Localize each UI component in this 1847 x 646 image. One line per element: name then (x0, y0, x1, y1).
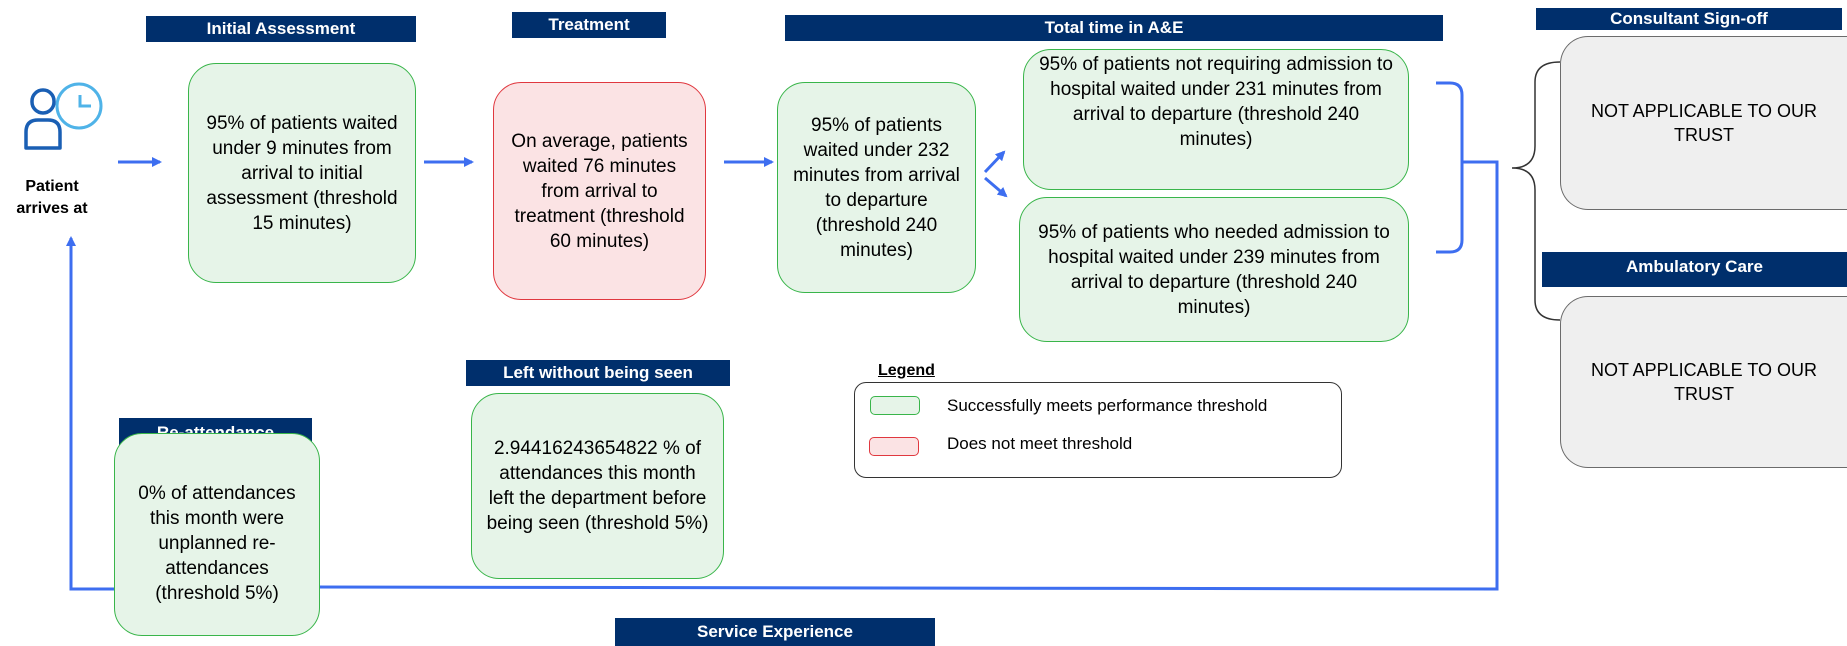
left-without-being-seen-box: 2.94416243654822 % of attendances this m… (471, 393, 724, 579)
reattendance-box: 0% of attendances this month were unplan… (114, 433, 320, 636)
header-service-experience: Service Experience (615, 618, 935, 646)
legend-not-meets-label: Does not meet threshold (947, 434, 1133, 453)
total-time-text: 95% of patients waited under 232 minutes… (793, 114, 960, 261)
reattendance-text: 0% of attendances this month were unplan… (138, 483, 296, 604)
arrow-back-to-patient (66, 236, 114, 591)
legend-title: Legend (878, 362, 935, 379)
legend-meets-label: Successfully meets performance threshold (947, 396, 1268, 415)
left-without-being-seen-text: 2.94416243654822 % of attendances this m… (486, 438, 709, 534)
ambulatory-care-text: NOT APPLICABLE TO OUR TRUST (1590, 360, 1818, 404)
header-treatment: Treatment (512, 12, 666, 38)
patient-clock-icon (24, 82, 103, 150)
initial-assessment-box: 95% of patients waited under 9 minutes f… (188, 63, 416, 283)
header-consultant-signoff: Consultant Sign-off (1536, 8, 1842, 30)
legend-frame (854, 382, 1342, 478)
treatment-box: On average, patients waited 76 minutes f… (493, 82, 706, 300)
not-admitted-box: 95% of patients not requiring admission … (1023, 49, 1409, 190)
outcome-bracket (1436, 81, 1464, 254)
header-initial-assessment: Initial Assessment (146, 16, 416, 42)
admitted-text: 95% of patients who needed admission to … (1038, 221, 1390, 318)
consultant-signoff-box: NOT APPLICABLE TO OUR TRUST (1560, 36, 1847, 210)
header-ambulatory-care: Ambulatory Care (1542, 252, 1847, 287)
curly-brace (1511, 61, 1561, 321)
admitted-box: 95% of patients who needed admission to … (1019, 197, 1409, 342)
treatment-text: On average, patients waited 76 minutes f… (511, 130, 688, 252)
arrow-to-not-admitted (983, 150, 1006, 174)
return-loop (310, 160, 1499, 593)
header-left-without-being-seen: Left without being seen (466, 360, 730, 386)
consultant-signoff-text: NOT APPLICABLE TO OUR TRUST (1590, 101, 1818, 145)
arrow-to-admitted (984, 176, 1008, 198)
ambulatory-care-box: NOT APPLICABLE TO OUR TRUST (1560, 296, 1847, 468)
legend-not-meets-swatch (869, 437, 919, 456)
legend-meets-swatch (870, 396, 920, 415)
patient-arrives-label: Patient arrives at (16, 178, 88, 217)
header-total-time: Total time in A&E (785, 15, 1443, 41)
initial-assessment-text: 95% of patients waited under 9 minutes f… (206, 112, 398, 234)
not-admitted-text: 95% of patients not requiring admission … (1039, 54, 1393, 150)
total-time-box: 95% of patients waited under 232 minutes… (777, 82, 976, 293)
